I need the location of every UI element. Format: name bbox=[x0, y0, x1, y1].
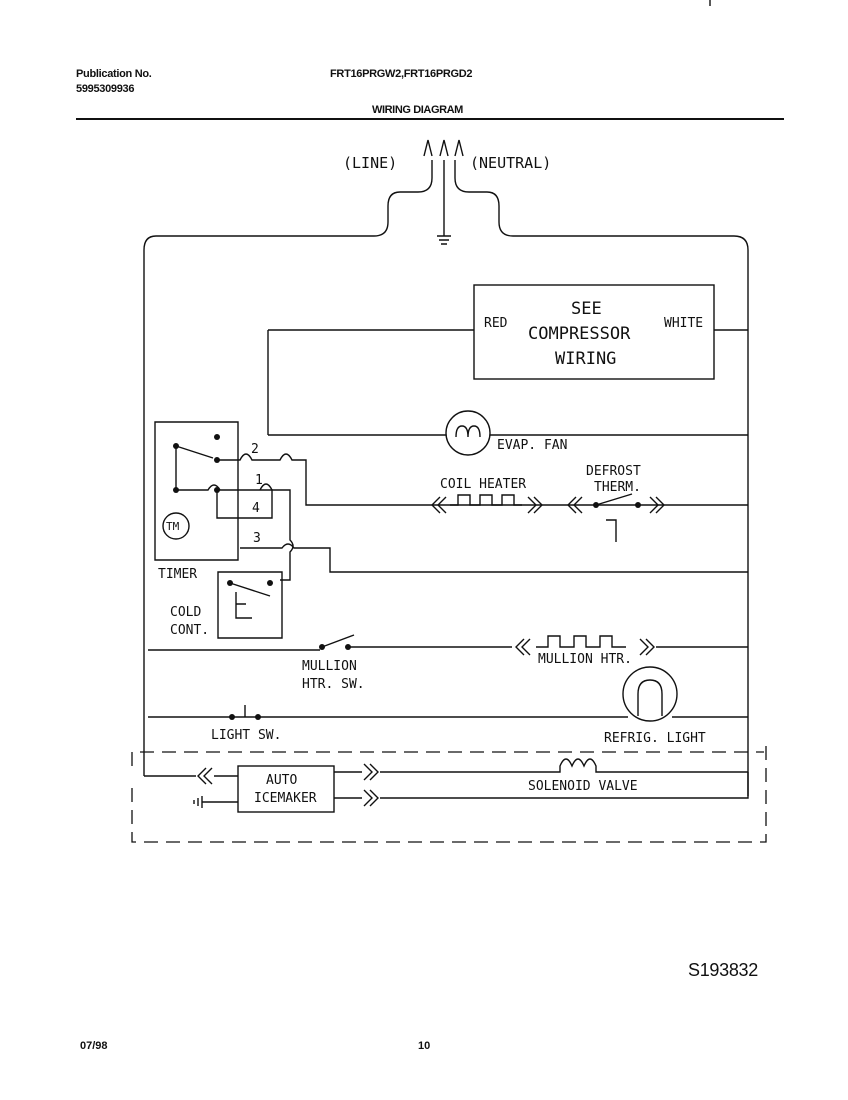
solenoid-valve-label: SOLENOID VALVE bbox=[528, 779, 638, 794]
neutral-label: (NEUTRAL) bbox=[470, 154, 551, 172]
icemaker-section: AUTO ICEMAKER SOLENOID VALVE bbox=[131, 746, 767, 843]
publication-label: Publication No. bbox=[76, 68, 152, 80]
line-label: (LINE) bbox=[343, 154, 397, 172]
light-switch-label: LIGHT SW. bbox=[211, 728, 281, 743]
compressor-line2: COMPRESSOR bbox=[528, 324, 631, 344]
red-wire-label: RED bbox=[484, 316, 508, 331]
timer-motor-label: TM bbox=[166, 520, 180, 533]
section-title: WIRING DIAGRAM bbox=[372, 104, 463, 116]
light-circuit: LIGHT SW. REFRIG. LIGHT bbox=[148, 666, 748, 746]
timer-terminal-2: 2 bbox=[251, 442, 259, 457]
mullion-switch-label-2: HTR. SW. bbox=[302, 677, 365, 692]
timer-label: TIMER bbox=[158, 567, 197, 582]
defrost-therm-label-1: DEFROST bbox=[586, 464, 641, 479]
icemaker-label-2: ICEMAKER bbox=[254, 791, 317, 806]
compressor-line1: SEE bbox=[571, 299, 602, 319]
mullion-switch-label-1: MULLION bbox=[302, 659, 357, 674]
defrost-therm-label-2: THERM. bbox=[594, 480, 641, 495]
part-number: S193832 bbox=[688, 960, 758, 980]
footer-date: 07/98 bbox=[80, 1040, 108, 1052]
publication-number: 5995309936 bbox=[76, 83, 135, 95]
header-rule bbox=[76, 118, 784, 120]
power-plug: (LINE) (NEUTRAL) bbox=[143, 139, 749, 796]
white-wire-label: WHITE bbox=[664, 316, 703, 331]
evap-fan-label: EVAP. FAN bbox=[497, 438, 567, 453]
coil-heater: COIL HEATER bbox=[431, 477, 543, 514]
compressor-line3: WIRING bbox=[555, 349, 616, 369]
model-numbers: FRT16PRGW2,FRT16PRGD2 bbox=[330, 68, 473, 80]
timer-terminal-1: 1 bbox=[255, 473, 263, 488]
mullion-heater-label: MULLION HTR. bbox=[538, 652, 632, 667]
defrost-timer: TM 2 1 4 3 TIMER bbox=[154, 421, 748, 582]
cold-control-label-2: CONT. bbox=[170, 623, 209, 638]
refrig-light-label: REFRIG. LIGHT bbox=[604, 731, 706, 746]
mullion-heater-circuit: MULLION HTR. SW. MULLION HTR. bbox=[148, 634, 748, 692]
compressor-box: SEE COMPRESSOR WIRING RED WHITE bbox=[267, 284, 748, 435]
cold-control-label-1: COLD bbox=[170, 605, 201, 620]
timer-terminal-4: 4 bbox=[252, 501, 260, 516]
page-number: 10 bbox=[418, 1040, 431, 1052]
cold-control: COLD CONT. bbox=[170, 571, 283, 639]
icemaker-label-1: AUTO bbox=[266, 773, 297, 788]
coil-heater-label: COIL HEATER bbox=[440, 477, 526, 492]
timer-terminal-3: 3 bbox=[253, 531, 261, 546]
evap-fan: EVAP. FAN bbox=[268, 410, 748, 456]
defrost-thermostat: DEFROST THERM. bbox=[567, 464, 665, 542]
